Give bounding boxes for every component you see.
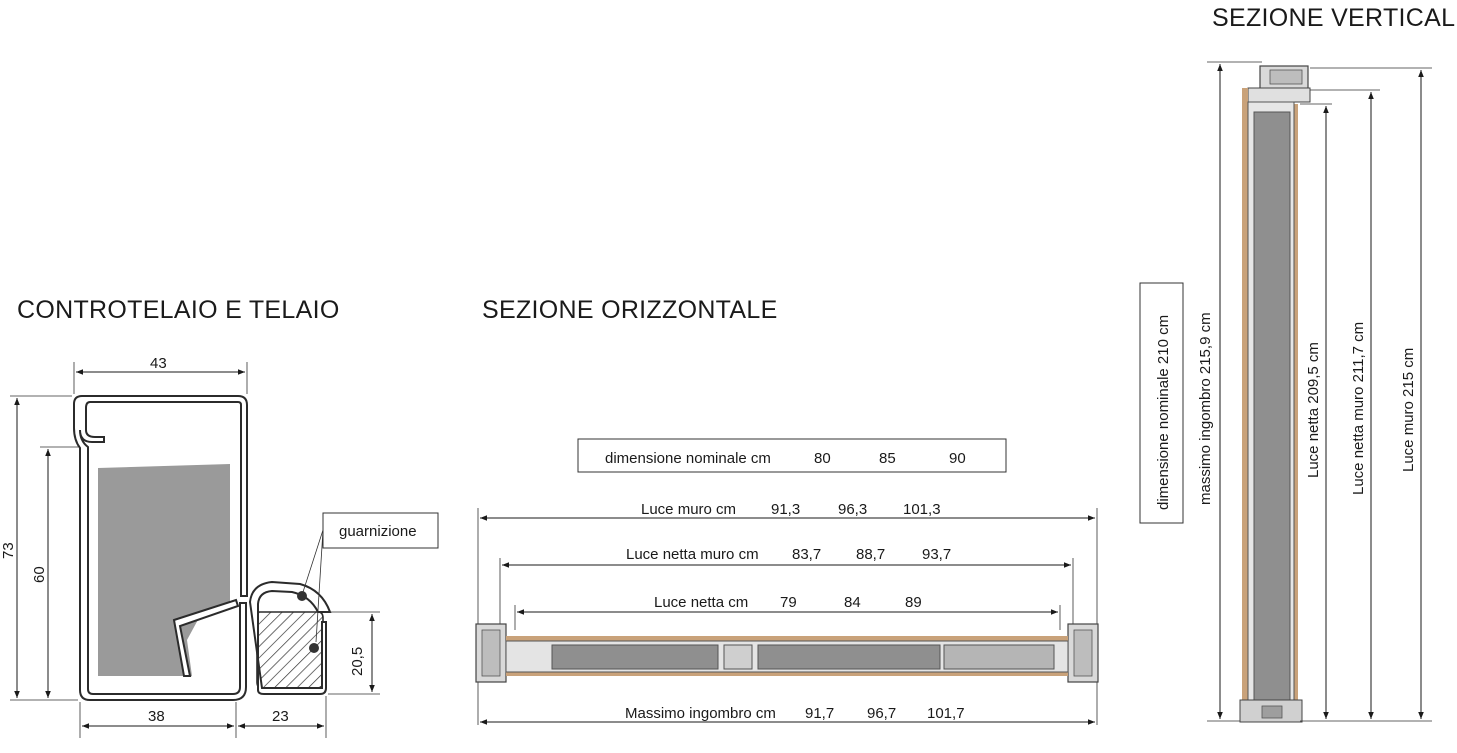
luce-muro-value-2: 96,3 [838,501,867,518]
title-sezione-orizzontale: SEZIONE ORIZZONTALE [482,296,778,324]
vertical-luce-netta-label: Luce netta 209,5 cm [1305,342,1322,478]
right-wood-strip [1294,104,1298,704]
gasket-dot-bottom [309,643,319,653]
luce-netta-muro-value-1: 83,7 [792,546,821,563]
grey-insulation-block [98,464,230,676]
vertical-door-panel [1253,111,1291,703]
vertical-luce-netta-muro-label: Luce netta muro 211,7 cm [1350,322,1367,495]
horizontal-section-drawing: dimensione nominale cm 80 85 90 Luce mur… [475,438,1099,725]
nominal-value-2: 85 [879,450,896,467]
vertical-luce-muro-label: Luce muro 215 cm [1400,348,1417,472]
door-panel-end [943,644,1055,670]
massimo-ingombro-value-1: 91,7 [805,705,834,722]
frame-profile [73,395,248,701]
nominal-value-3: 90 [949,450,966,467]
vertical-nominal-label: dimensione nominale 210 cm [1155,315,1172,510]
gasket-label: guarnizione [339,523,417,540]
door-vertical-cross-section [1239,65,1311,723]
door-lock-block [723,644,753,670]
title-sezione-verticale: SEZIONE VERTICALE [1212,4,1457,32]
title-controtelaio: CONTROTELAIO E TELAIO [17,296,340,324]
clip-profile [172,598,240,677]
luce-netta-value-3: 89 [905,594,922,611]
nominal-value-1: 80 [814,450,831,467]
door-panel-left [551,644,719,670]
luce-netta-value-2: 84 [844,594,861,611]
luce-netta-muro-value-2: 88,7 [856,546,885,563]
dim-label-60: 60 [31,566,48,583]
frame-section-drawing: guarnizione 43 73 60 38 23 20,5 [0,355,439,738]
gasket-dot-top [297,591,307,601]
luce-muro-value-3: 101,3 [903,501,941,518]
luce-muro-value-1: 91,3 [771,501,800,518]
bottom-wood-strip [506,672,1068,676]
massimo-ingombro-label: Massimo ingombro cm [625,705,776,722]
vertical-section-drawing: dimensione nominale 210 cm massimo ingom… [1139,61,1432,723]
luce-netta-label: Luce netta cm [654,594,748,611]
gasket-leader-1 [302,529,324,593]
luce-netta-muro-label: Luce netta muro cm [626,546,759,563]
dim-label-23: 23 [272,708,289,725]
massimo-ingombro-value-2: 96,7 [867,705,896,722]
dim-label-38: 38 [148,708,165,725]
nominal-label: dimensione nominale cm [605,450,771,467]
dim-label-20-5: 20,5 [349,647,366,676]
massimo-ingombro-value-3: 101,7 [927,705,965,722]
nominal-dimension-box [577,438,1007,473]
luce-netta-value-1: 79 [780,594,797,611]
luce-muro-label: Luce muro cm [641,501,736,518]
left-wood-strip [1242,88,1248,708]
door-horizontal-cross-section [475,623,1099,683]
dim-label-73: 73 [0,542,17,559]
gasket-label-box [322,512,439,549]
luce-netta-muro-value-3: 93,7 [922,546,951,563]
door-panel-right [757,644,941,670]
top-frame-stop [1247,87,1311,103]
vertical-massimo-ingombro-label: massimo ingombro 215,9 cm [1197,312,1214,505]
jamb-cap [248,580,332,695]
top-wood-strip [506,636,1068,641]
dim-label-43: 43 [150,355,167,372]
gasket-leader-2 [315,529,324,643]
vertical-nominal-box [1139,282,1184,524]
